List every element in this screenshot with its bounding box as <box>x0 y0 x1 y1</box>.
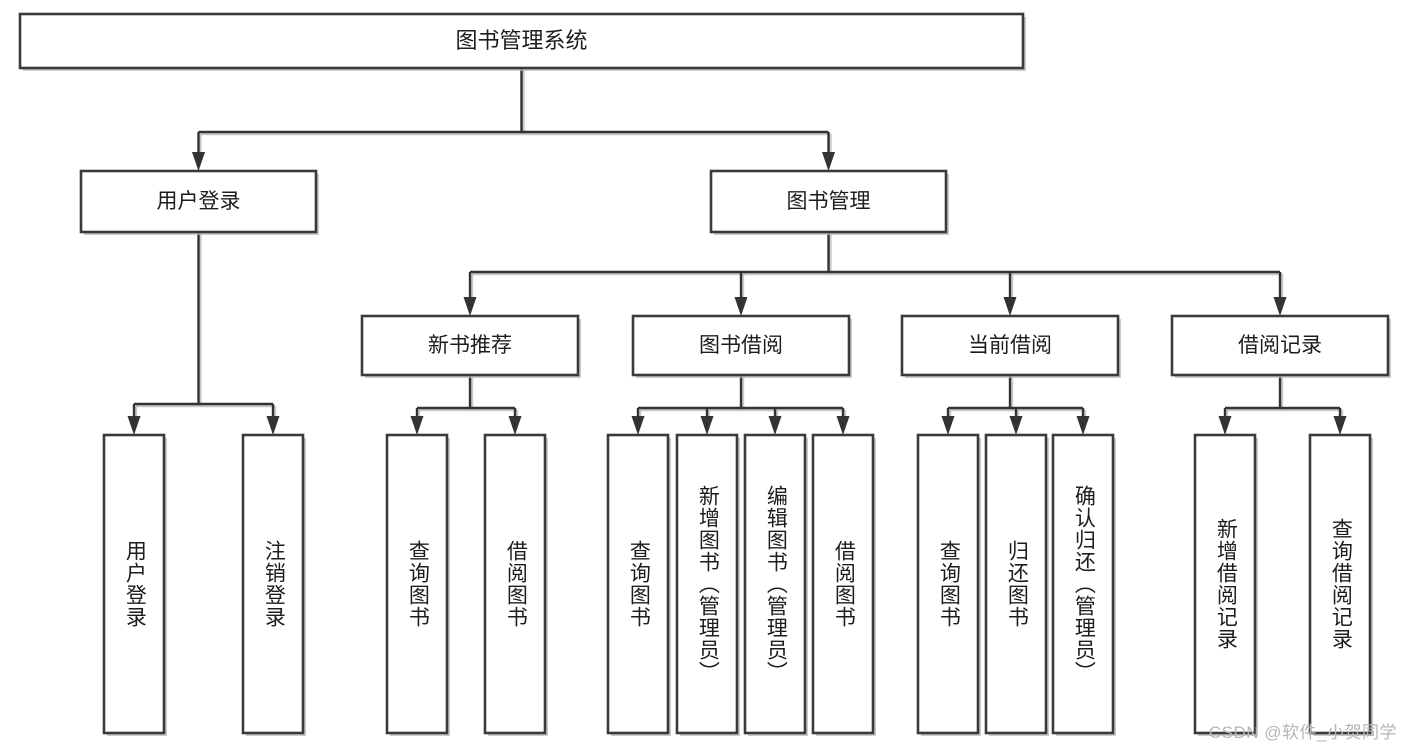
node-box <box>631 314 851 377</box>
node-box <box>1308 433 1372 735</box>
node-leaf-confirm-return-admin[interactable] <box>1051 433 1116 736</box>
node-book-management[interactable] <box>709 169 949 235</box>
node-label-root: 图书管理系统 <box>455 28 587 53</box>
node-leaf-query-book-recommend[interactable] <box>385 433 450 736</box>
node-leaf-query-book-borrow[interactable] <box>606 433 671 736</box>
node-label-book-management: 图书管理 <box>787 190 871 213</box>
arrow-head-icon-leaf-return-book <box>1009 416 1023 435</box>
arrow-head-icon-leaf-borrow-book <box>836 416 850 435</box>
node-box <box>483 433 547 735</box>
arrow-head-icon-leaf-confirm-return-admin <box>1076 416 1090 435</box>
arrow-head-icon-leaf-query-book-recommend <box>410 416 424 435</box>
node-box <box>241 433 305 735</box>
node-box <box>1051 433 1115 735</box>
node-box <box>900 314 1120 377</box>
node-label-borrow-records: 借阅记录 <box>1238 334 1322 357</box>
arrow-head-icon-leaf-query-book-borrow <box>631 416 645 435</box>
connector-layer <box>127 68 1347 435</box>
arrow-head-icon-book-borrow <box>734 297 748 316</box>
arrow-head-icon-leaf-logout <box>266 416 280 435</box>
node-box <box>79 169 318 234</box>
node-box <box>743 433 807 735</box>
node-leaf-logout[interactable] <box>241 433 306 736</box>
csdn-watermark: CSDN @软件_小贺同学 <box>1208 723 1397 742</box>
node-box <box>385 433 449 735</box>
node-leaf-query-book-current[interactable] <box>916 433 981 736</box>
arrow-head-icon-leaf-query-book-current <box>941 416 955 435</box>
arrow-head-icon-leaf-query-borrow-record <box>1333 416 1347 435</box>
arrow-head-icon-book-management <box>822 152 835 171</box>
node-box <box>606 433 670 735</box>
node-box <box>811 433 875 735</box>
node-box-layer <box>18 12 1391 736</box>
node-label-new-book-recommend: 新书推荐 <box>428 334 512 357</box>
node-box <box>360 314 580 377</box>
node-leaf-edit-book-admin[interactable] <box>743 433 808 736</box>
arrow-head-icon-leaf-user-login <box>127 416 141 435</box>
node-user-login[interactable] <box>79 169 319 235</box>
arrow-head-icon-borrow-records <box>1273 297 1287 316</box>
node-leaf-add-borrow-record[interactable] <box>1193 433 1258 736</box>
node-new-book-recommend[interactable] <box>360 314 581 378</box>
arrow-head-icon-new-book-recommend <box>463 297 477 316</box>
arrow-head-icon-current-borrow <box>1003 297 1017 316</box>
node-leaf-borrow-book[interactable] <box>811 433 876 736</box>
node-box <box>675 433 739 735</box>
node-leaf-user-login[interactable] <box>102 433 167 736</box>
node-box <box>1193 433 1257 735</box>
node-book-borrow[interactable] <box>631 314 852 378</box>
arrow-head-icon-leaf-add-book-admin <box>700 416 714 435</box>
arrow-head-icon-leaf-borrow-book-recommend <box>508 416 522 435</box>
node-label-user-login: 用户登录 <box>157 190 241 213</box>
node-label-current-borrow: 当前借阅 <box>968 334 1052 357</box>
node-leaf-borrow-book-recommend[interactable] <box>483 433 548 736</box>
node-root[interactable] <box>18 12 1026 71</box>
node-leaf-query-borrow-record[interactable] <box>1308 433 1373 736</box>
node-borrow-records[interactable] <box>1170 314 1391 378</box>
node-box <box>916 433 980 735</box>
node-box <box>709 169 948 234</box>
node-leaf-return-book[interactable] <box>984 433 1049 736</box>
arrow-head-icon-user-login <box>192 152 205 171</box>
node-label-book-borrow: 图书借阅 <box>699 334 783 357</box>
node-current-borrow[interactable] <box>900 314 1121 378</box>
node-box <box>984 433 1048 735</box>
node-leaf-add-book-admin[interactable] <box>675 433 740 736</box>
node-box <box>18 12 1025 70</box>
arrow-head-icon-leaf-edit-book-admin <box>768 416 782 435</box>
node-box <box>102 433 166 735</box>
node-box <box>1170 314 1390 377</box>
arrow-head-icon-leaf-add-borrow-record <box>1218 416 1232 435</box>
